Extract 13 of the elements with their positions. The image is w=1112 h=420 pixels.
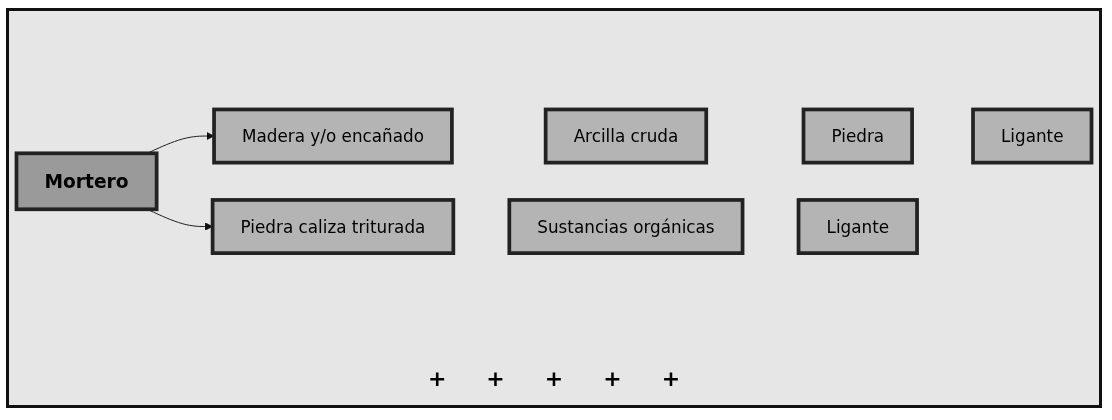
- node-box: Mortero: [14, 151, 159, 211]
- node-box: Piedra caliza triturada: [210, 197, 456, 255]
- node-box: Ligante: [971, 107, 1094, 165]
- plus-sign: +: [603, 366, 622, 391]
- node-box: Madera y/o encañado: [212, 107, 454, 165]
- node-box: Arcilla cruda: [543, 107, 709, 165]
- node-box: Piedra: [801, 107, 914, 165]
- node-box: Ligante: [796, 197, 919, 255]
- plus-sign: +: [427, 366, 447, 391]
- plus-sign: +: [544, 366, 564, 391]
- plus-sign: +: [486, 366, 505, 391]
- plus-sign: +: [661, 366, 681, 391]
- node-box: Sustancias orgánicas: [507, 197, 745, 255]
